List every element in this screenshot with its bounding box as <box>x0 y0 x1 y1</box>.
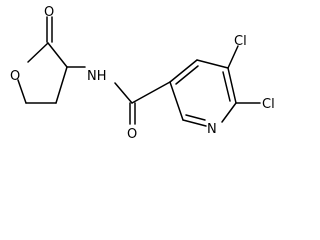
bond-c5-o1 <box>17 79 27 104</box>
pyridine-ring <box>169 45 261 127</box>
amide-linker <box>66 66 171 125</box>
chlorine-top-label: Cl <box>234 34 247 49</box>
bond-c3p-c4p-inner <box>175 65 199 85</box>
bond-c5p-c6p <box>227 67 237 104</box>
bond-c3p-c4p <box>169 59 198 83</box>
chlorine-right-label: Cl <box>262 97 275 112</box>
chemical-structure-diagram: O O NH O N Cl Cl <box>10 5 275 142</box>
bond-c3-c4 <box>55 66 68 104</box>
amide-oxygen-label: O <box>127 127 137 142</box>
bond-n-c2p <box>182 119 207 127</box>
bond-c5p-cl <box>227 45 239 69</box>
carbonyl-oxygen-label: O <box>44 5 54 20</box>
ring-oxygen-label: O <box>10 69 20 84</box>
bond-o1-c2 <box>27 42 49 63</box>
bond-n-c-amide <box>114 82 133 104</box>
pyridine-nitrogen-label: N <box>207 122 217 137</box>
bond-c4p-c5p <box>196 59 229 69</box>
bond-n-c2p-inner <box>185 114 206 121</box>
bond-c-amide-ring <box>131 81 171 104</box>
amide-nitrogen-label: NH <box>87 69 107 84</box>
bond-c2p-c3p <box>169 81 184 121</box>
lactone-ring <box>17 16 68 104</box>
bond-c6p-n <box>221 102 237 123</box>
bond-c2-c3 <box>47 42 68 68</box>
bond-c5p-c6p-inner <box>222 71 231 102</box>
